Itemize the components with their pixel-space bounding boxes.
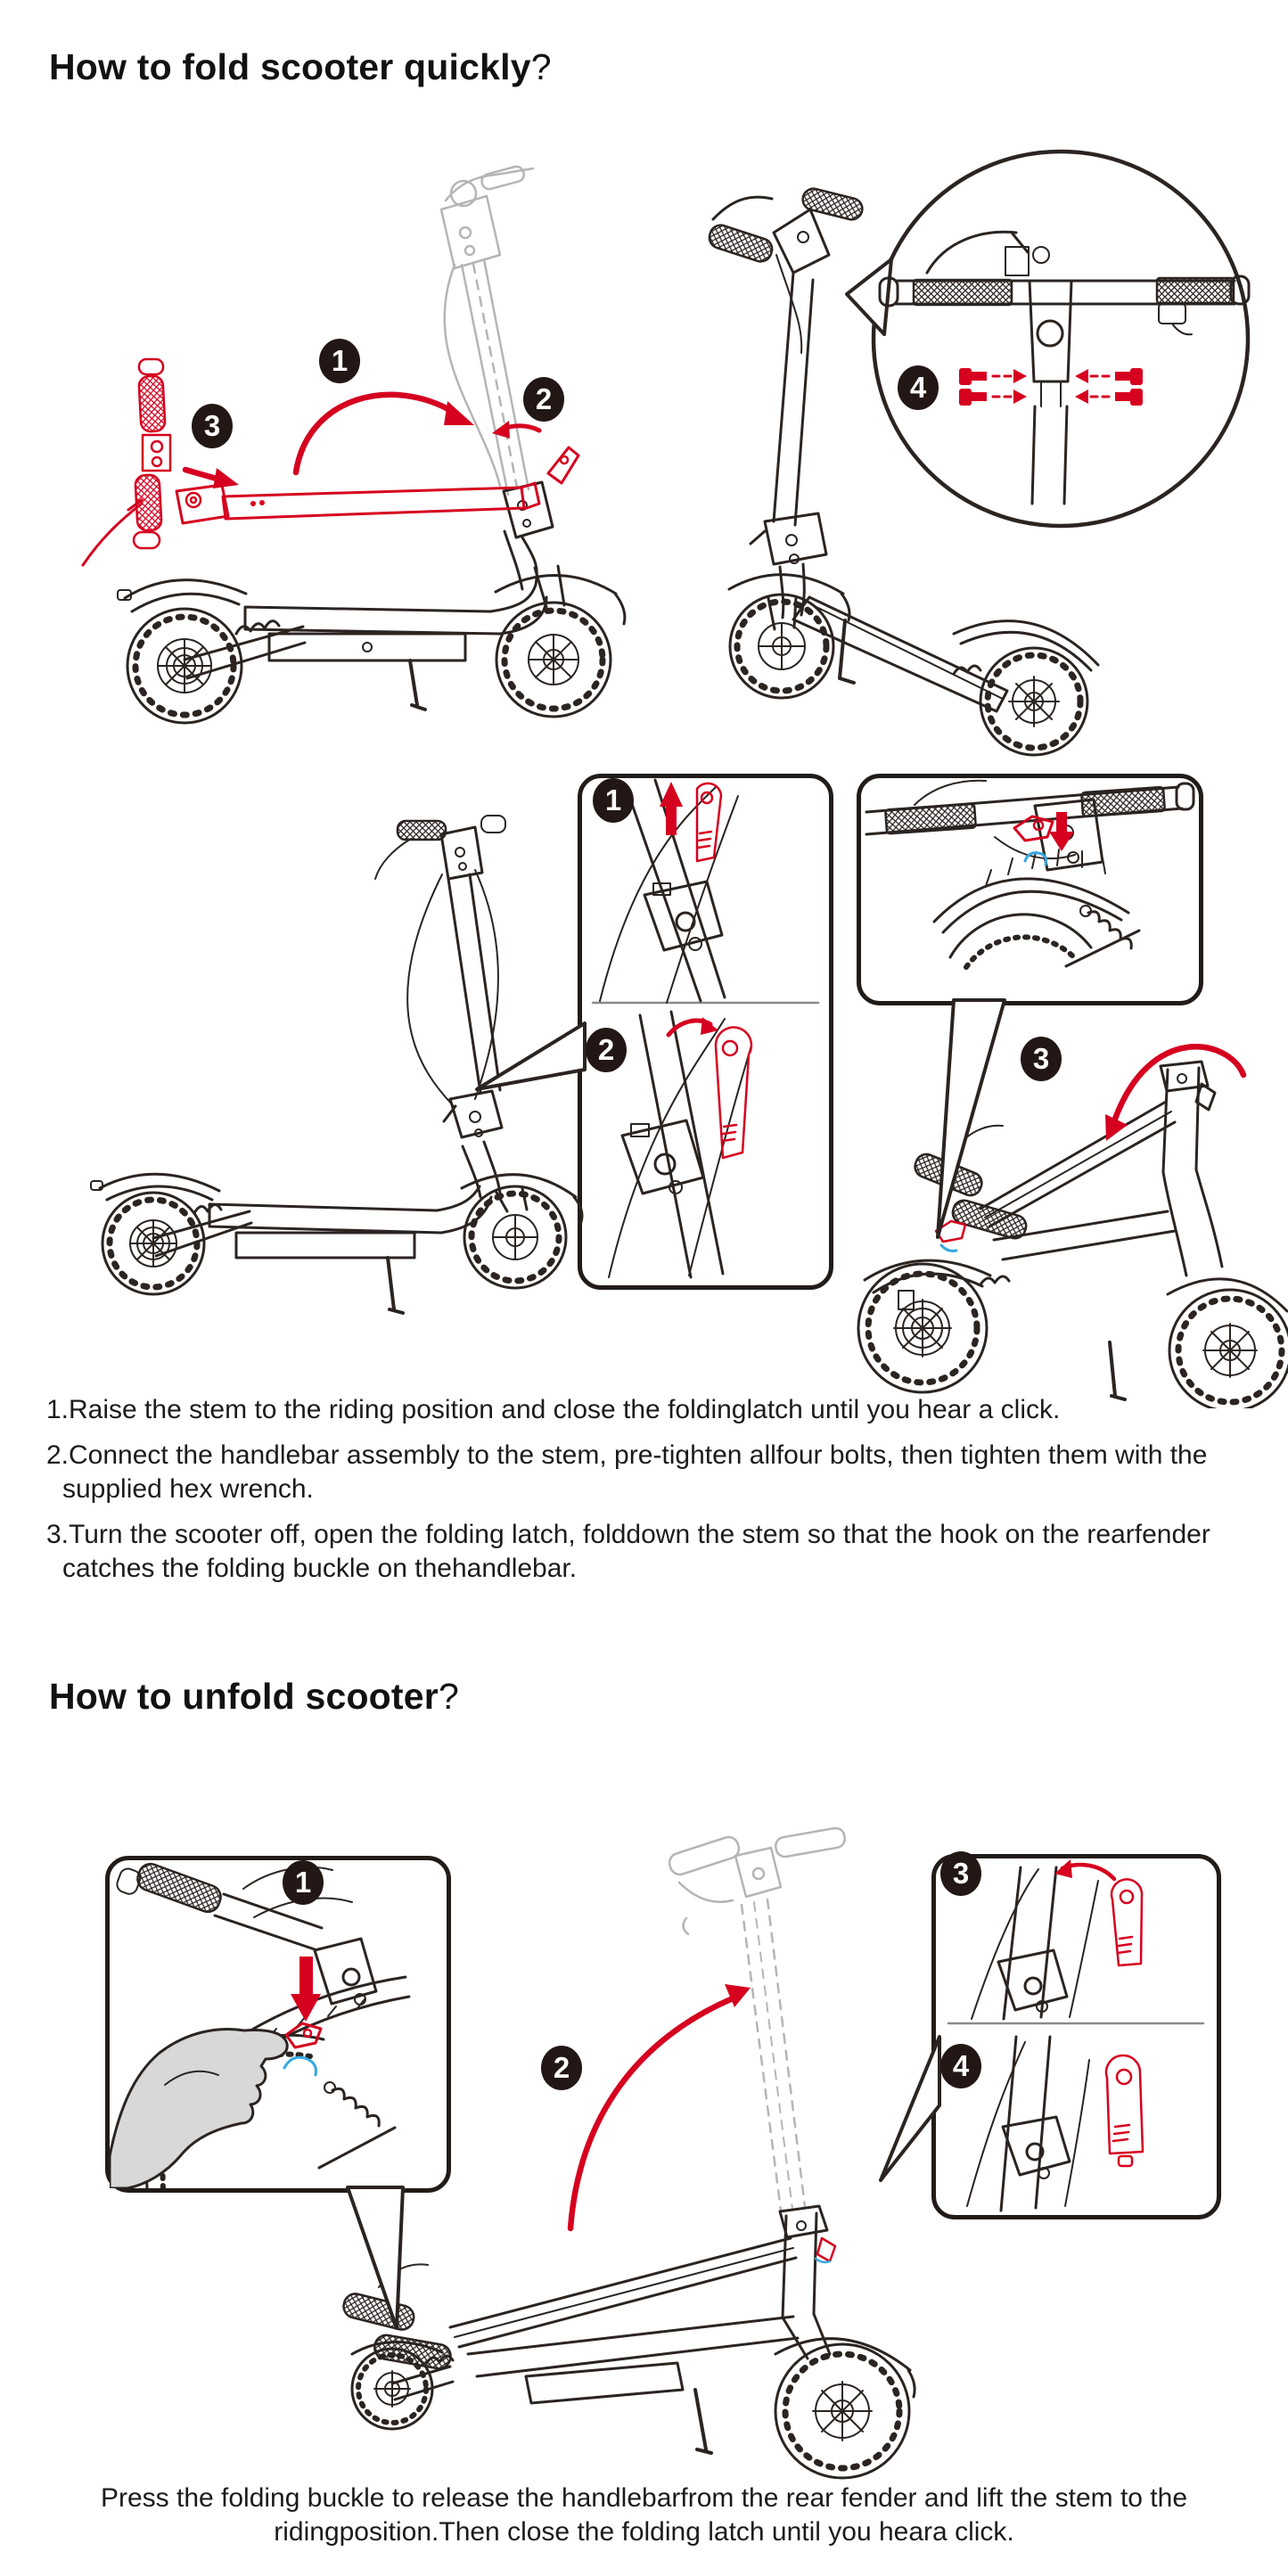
fold-hook-panel-art [865, 779, 1195, 970]
fold-title-qmark: ? [530, 46, 552, 87]
folded-scooter-body [342, 2204, 916, 2480]
scooter-three-quarter [708, 187, 1100, 757]
red-bolts [959, 368, 1143, 406]
fold-step-2-text: 2.Connect the handlebar assembly to the … [46, 1440, 1208, 1504]
badge-fold-2: 2 [523, 377, 564, 422]
unfold-arrow-2 [567, 1984, 751, 2232]
handlebar-over-fender [865, 779, 1195, 970]
hand [110, 2027, 289, 2188]
fold-latch-panel [578, 774, 833, 1290]
folded-scooter [857, 1060, 1288, 1408]
badge-latch-3: 3 [1021, 1037, 1062, 1081]
badge-unfold-3: 3 [940, 1851, 981, 1896]
red-hook-blue-buckle [1013, 812, 1074, 866]
unfold-latch-panel [931, 1854, 1221, 2219]
fold-step-3-text: 3.Turn the scooter off, open the folding… [46, 1520, 1210, 1583]
fold-arrow-2 [492, 421, 542, 439]
unfold-section-title: How to unfold scooter? [49, 1676, 459, 1718]
badge-unfold-4: 4 [940, 2044, 981, 2088]
fold-arrow-3 [182, 466, 239, 488]
fold-arrow-3b [1105, 1044, 1247, 1141]
unfold-hand-panel [105, 1856, 451, 2193]
latch-closeup-step3 [971, 1859, 1144, 2021]
red-folded-handlebar [81, 357, 580, 567]
ghost-raised-stem [668, 1826, 846, 2212]
fold-title-text: How to fold scooter quickly [49, 46, 531, 87]
fold-scooter-side-view [90, 815, 584, 1315]
callout-circle [845, 149, 1251, 529]
fold-result-illustration [857, 1044, 1288, 1408]
unfold-hand-panel-art [110, 1862, 411, 2188]
unfold-scooter-illustration [342, 1826, 916, 2480]
scooter-body [117, 480, 627, 725]
badge-latch-1: 1 [593, 778, 634, 823]
fold-step-1-text: 1.Raise the stem to the riding position … [46, 1395, 1061, 1424]
latch-closeup-step4 [966, 2035, 1144, 2212]
fold-hook-panel [857, 774, 1203, 1005]
badge-unfold-2: 2 [541, 2046, 582, 2090]
badge-fold-3: 3 [192, 404, 233, 448]
badge-fold-4: 4 [898, 365, 939, 410]
fold-section-title: How to fold scooter quickly? [49, 46, 552, 88]
latch-closeup-step2 [608, 1010, 753, 1279]
fold-latch-panel-art [591, 778, 820, 1279]
unfold-title-text: How to unfold scooter [49, 1676, 439, 1717]
latch-closeup-step1 [599, 778, 739, 1004]
unfold-title-qmark: ? [438, 1676, 459, 1717]
fold-instructions: 1.Raise the stem to the riding position … [46, 1393, 1239, 1597]
unfold-latch-panel-art [947, 1859, 1205, 2212]
ghost-stem [439, 165, 535, 496]
badge-latch-2: 2 [586, 1028, 627, 1072]
scooter-side [90, 815, 584, 1315]
badge-fold-1: 1 [319, 339, 360, 383]
fold-overview-illustration [81, 165, 627, 725]
red-buckle-press [283, 1957, 323, 2077]
badge-unfold-1: 1 [283, 1860, 324, 1905]
fold-step4-illustration [708, 149, 1251, 757]
fold-arrow-1 [292, 391, 474, 476]
unfold-note: Press the folding buckle to release the … [100, 2483, 1188, 2547]
